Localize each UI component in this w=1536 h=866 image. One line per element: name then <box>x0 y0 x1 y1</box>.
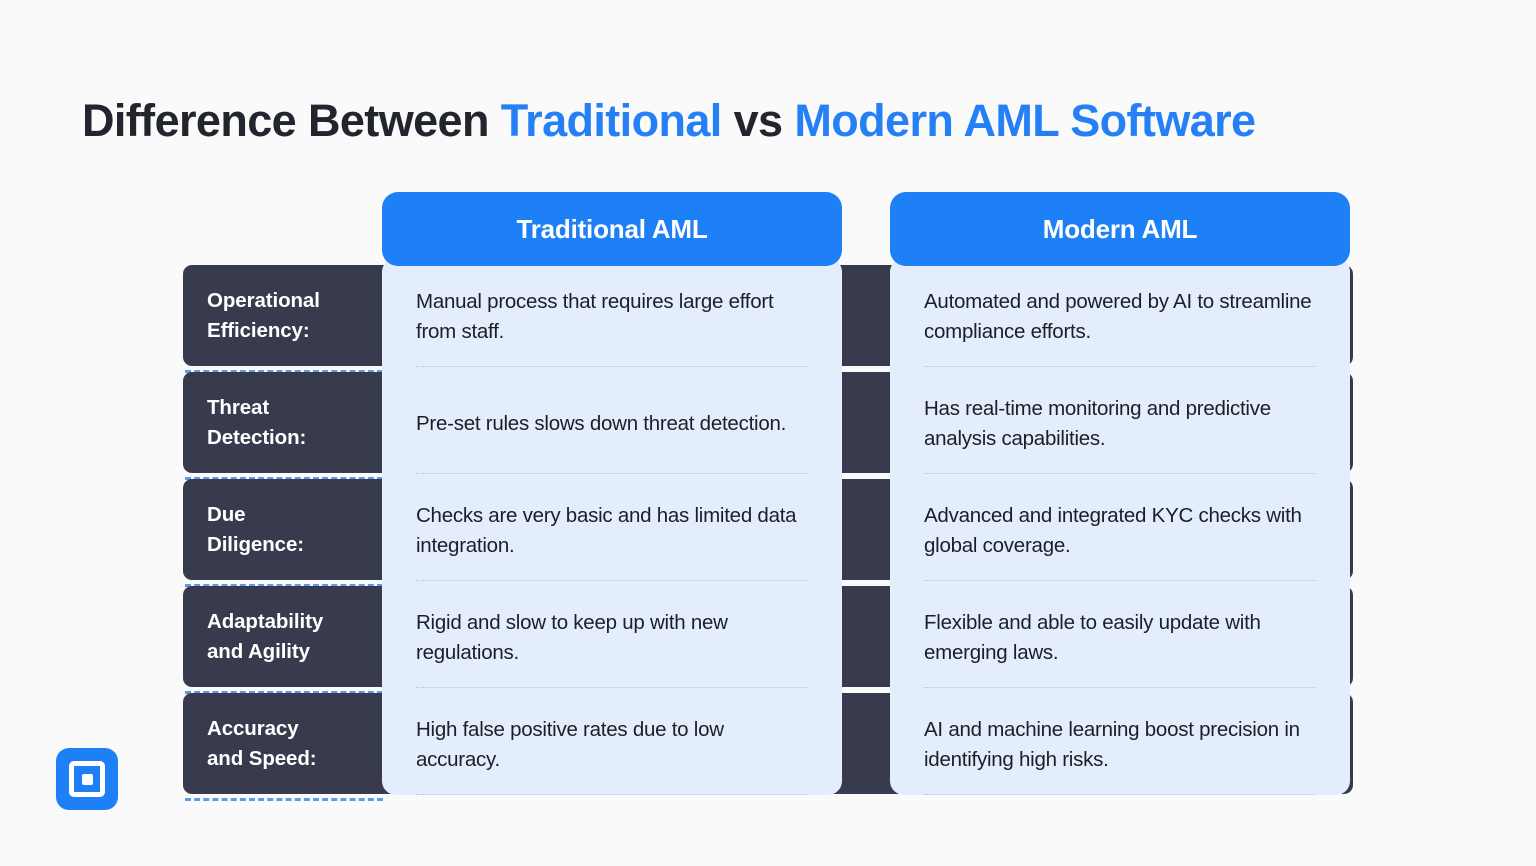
cell-divider <box>924 366 1316 367</box>
row-dashed-divider <box>185 798 383 801</box>
cell-modern-operational-efficiency: Automated and powered by AI to streamlin… <box>890 266 1350 367</box>
column-traditional-aml: Traditional AML Manual process that requ… <box>382 192 842 801</box>
cell-text: Automated and powered by AI to streamlin… <box>924 290 1312 343</box>
cell-text: AI and machine learning boost precision … <box>924 718 1300 771</box>
criteria-label-line: and Speed: <box>207 746 317 770</box>
cell-divider <box>924 580 1316 581</box>
criteria-label-line: Adaptability <box>207 610 324 634</box>
cell-modern-accuracy-and-speed: AI and machine learning boost precision … <box>890 694 1350 795</box>
cell-text: Manual process that requires large effor… <box>416 290 774 343</box>
brand-logo-icon <box>56 748 118 810</box>
cell-traditional-operational-efficiency: Manual process that requires large effor… <box>382 266 842 367</box>
criteria-label-line: Due <box>207 503 246 527</box>
cell-text: Checks are very basic and has limited da… <box>416 504 797 557</box>
column-body-traditional-aml: Manual process that requires large effor… <box>382 258 842 795</box>
cell-text: High false positive rates due to low acc… <box>416 718 724 771</box>
column-modern-aml: Modern AML Automated and powered by AI t… <box>890 192 1350 801</box>
cell-divider <box>416 687 808 688</box>
cell-traditional-adaptability-and-agility: Rigid and slow to keep up with new regul… <box>382 587 842 688</box>
criteria-label-threat-detection: Threat Detection: <box>183 372 390 473</box>
criteria-label-operational-efficiency: Operational Efficiency: <box>183 265 390 366</box>
cell-text: Flexible and able to easily update with … <box>924 611 1261 664</box>
comparison-board: Operational Efficiency: Threat Detection… <box>183 192 1353 812</box>
cell-divider <box>416 473 808 474</box>
criteria-label-column: Operational Efficiency: Threat Detection… <box>183 265 390 800</box>
criteria-label-line: Accuracy <box>207 717 299 741</box>
criteria-label-accuracy-and-speed: Accuracy and Speed: <box>183 693 390 794</box>
row-dashed-divider <box>185 584 383 587</box>
cell-divider <box>416 580 808 581</box>
cell-divider <box>924 473 1316 474</box>
page-title-segment-2: Traditional <box>500 95 723 146</box>
cell-divider <box>924 794 1316 795</box>
criteria-label-adaptability-and-agility: Adaptability and Agility <box>183 586 390 687</box>
page-title-segment-3: vs <box>721 95 795 146</box>
cell-traditional-due-diligence: Checks are very basic and has limited da… <box>382 480 842 581</box>
criteria-label-line: and Agility <box>207 639 310 663</box>
row-dashed-divider <box>185 370 383 373</box>
cell-divider <box>416 366 808 367</box>
cell-traditional-threat-detection: Pre-set rules slows down threat detectio… <box>382 373 842 474</box>
cell-text: Has real-time monitoring and predictive … <box>924 397 1271 450</box>
cell-modern-threat-detection: Has real-time monitoring and predictive … <box>890 373 1350 474</box>
cell-modern-adaptability-and-agility: Flexible and able to easily update with … <box>890 587 1350 688</box>
page-title: Difference Between Traditional vs Modern… <box>82 95 1256 146</box>
criteria-label-line: Efficiency: <box>207 318 310 342</box>
column-header-modern-aml: Modern AML <box>890 192 1350 266</box>
criteria-label-line: Threat <box>207 396 270 420</box>
cell-text: Advanced and integrated KYC checks with … <box>924 504 1302 557</box>
cell-text: Pre-set rules slows down threat detectio… <box>416 411 787 435</box>
row-dashed-divider <box>185 477 383 480</box>
page-title-segment-1: Difference Between <box>82 95 501 146</box>
row-dashed-divider <box>185 691 383 694</box>
criteria-label-line: Diligence: <box>207 532 304 556</box>
logo-ring-shape <box>69 761 105 797</box>
column-header-traditional-aml: Traditional AML <box>382 192 842 266</box>
logo-core-shape <box>81 773 93 785</box>
column-body-modern-aml: Automated and powered by AI to streamlin… <box>890 258 1350 795</box>
cell-divider <box>924 687 1316 688</box>
criteria-label-line: Operational <box>207 289 320 313</box>
cell-divider <box>416 794 808 795</box>
cell-text: Rigid and slow to keep up with new regul… <box>416 611 728 664</box>
criteria-label-due-diligence: Due Diligence: <box>183 479 390 580</box>
page-title-segment-4: Modern AML Software <box>794 95 1256 146</box>
cell-modern-due-diligence: Advanced and integrated KYC checks with … <box>890 480 1350 581</box>
cell-traditional-accuracy-and-speed: High false positive rates due to low acc… <box>382 694 842 795</box>
criteria-label-line: Detection: <box>207 425 307 449</box>
